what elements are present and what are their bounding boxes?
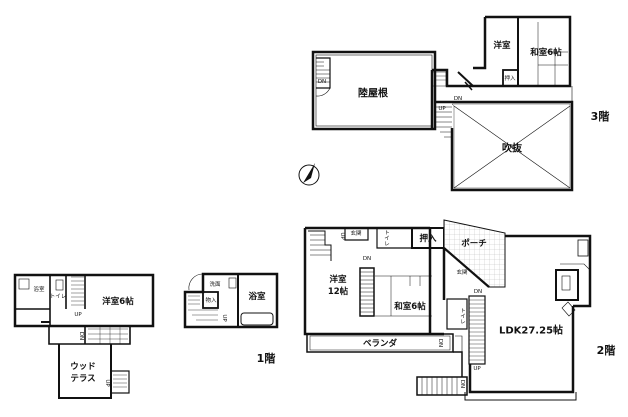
room-label-ldk: LDK27.25帖 (498, 325, 564, 337)
room-label-western-12-line1: 洋室 (329, 275, 347, 285)
room-label-porch: ポーチ (461, 239, 487, 249)
floor-label-2f: 2階 (596, 344, 616, 357)
stair-dn-left-1f: DN (78, 331, 84, 341)
roof-outline (311, 50, 437, 131)
compass-north-arrow-icon (298, 163, 320, 186)
floor-label-1f: 1階 (256, 352, 276, 365)
stair-up-right-1f: UP (221, 314, 227, 322)
room-label-toilet-top-2f: トイレ (383, 229, 389, 247)
floor1-left-plan (13, 273, 155, 399)
room-label-entrance-porch: 玄関 (456, 270, 468, 276)
stair-dn-veranda: DN (437, 338, 443, 348)
room-label-closet-2f: 押入 (419, 234, 437, 244)
floor2-plan (303, 219, 592, 401)
stair-up-terrace: UP (104, 379, 110, 387)
room-label-western-12-line2: 12帖 (327, 287, 349, 297)
room-label-storage: 物入 (205, 298, 217, 304)
stair-dn-inner-2f: DN (362, 256, 372, 262)
floor3-plan (311, 15, 574, 192)
stair-up-ldk: UP (473, 366, 481, 372)
room-label-void: 吹抜 (502, 143, 522, 155)
room-label-wood-terrace-line1: ウッド (70, 362, 96, 372)
room-label-japanese-2f: 和室6帖 (394, 302, 426, 312)
floor1-right-plan (183, 272, 279, 329)
stair-dn-ldk: DN (473, 289, 483, 295)
stair-dn-center-3f: DN (453, 96, 463, 102)
room-label-toilet-1f: トイレ (49, 294, 67, 300)
room-label-western-3f: 洋室 (493, 41, 511, 51)
room-label-japanese-3f: 和室6帖 (530, 48, 562, 58)
stair-up-top-left-2f: UP (339, 232, 345, 240)
room-label-closet-3f: 押入 (504, 76, 516, 82)
room-label-veranda: ベランダ (362, 339, 398, 349)
stair-dn-roof: DN (317, 79, 327, 85)
room-label-entrance-top: 玄関 (350, 231, 362, 237)
room-label-western-12: 洋室 12帖 (328, 274, 348, 298)
room-label-bath-left-1f: 浴室 (33, 287, 45, 293)
room-label-toilet-mid-2f: トイレ (459, 307, 465, 325)
room-label-washroom: 洗面 (209, 282, 221, 288)
floor-label-3f: 3階 (590, 110, 610, 123)
room-label-wood-terrace: ウッド テラス (70, 361, 96, 385)
stair-dn-bottom-2f: DN (459, 379, 465, 389)
stair-up-center-3f: UP (438, 106, 446, 112)
room-label-bath-right-1f: 浴室 (248, 292, 266, 302)
room-label-wood-terrace-line2: テラス (70, 374, 96, 384)
room-label-roof: 陸屋根 (358, 88, 388, 100)
room-label-western-6-1f: 洋室6帖 (102, 297, 134, 307)
stair-up-left-1f: UP (74, 312, 82, 318)
